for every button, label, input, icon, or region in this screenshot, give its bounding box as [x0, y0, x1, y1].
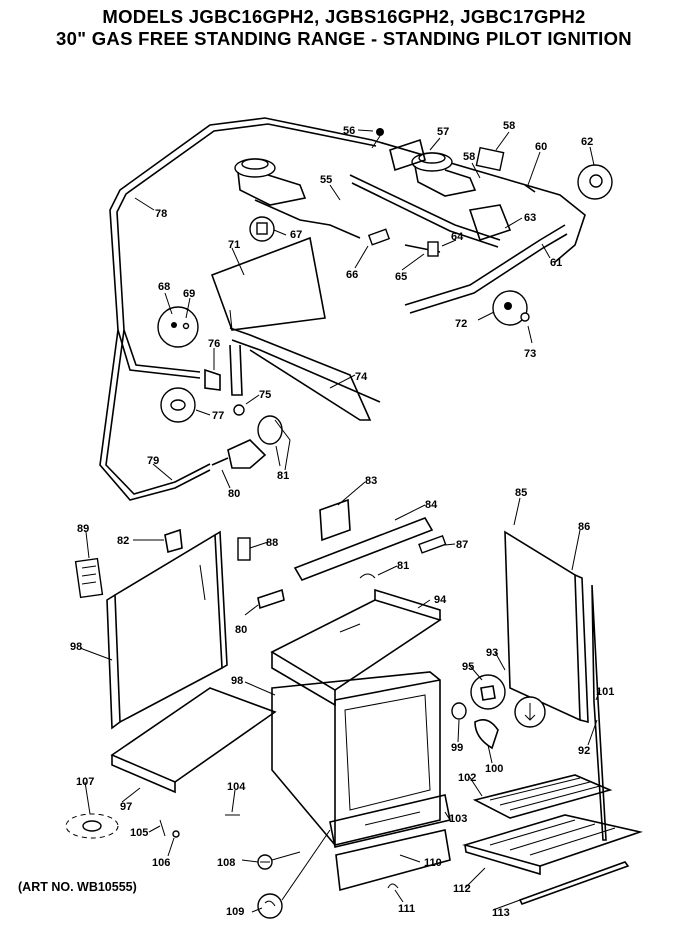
- surface-burner-left: [234, 158, 361, 239]
- callout-74: 74: [355, 371, 368, 383]
- callout-67: 67: [290, 229, 302, 241]
- callout-77: 77: [212, 410, 224, 422]
- callout-104: 104: [227, 781, 246, 793]
- callout-76: 76: [208, 338, 220, 350]
- callout-86: 86: [578, 521, 590, 533]
- callout-95: 95: [462, 661, 474, 673]
- callout-65: 65: [395, 271, 407, 283]
- surface-burner-right: [389, 138, 477, 197]
- callout-102: 102: [458, 772, 476, 784]
- callout-105: 105: [130, 827, 148, 839]
- callout-81: 81: [397, 560, 409, 572]
- art-number: (ART NO. WB10555): [18, 880, 137, 894]
- callout-109: 109: [226, 906, 244, 918]
- callout-75: 75: [259, 389, 271, 401]
- burner-manifold: [349, 146, 568, 314]
- callout-98: 98: [70, 641, 82, 653]
- leader-lines: [79, 129, 601, 913]
- callout-88: 88: [266, 537, 278, 549]
- part-callouts: 56 57 58 58 60 62 55 78 67 63 64 71 66 6…: [70, 120, 614, 919]
- callout-87: 87: [456, 539, 468, 551]
- callout-61: 61: [550, 257, 562, 269]
- callout-57: 57: [437, 126, 449, 138]
- broiler-pan-and-grid: [462, 774, 643, 905]
- callout-94: 94: [434, 594, 447, 606]
- callout-72: 72: [455, 318, 467, 330]
- callout-107: 107: [76, 776, 94, 788]
- callout-98: 98: [231, 675, 243, 687]
- callout-78: 78: [155, 208, 167, 220]
- callout-83: 83: [365, 475, 377, 487]
- pilot-tubing: [99, 117, 586, 501]
- callout-97: 97: [120, 801, 132, 813]
- callout-82: 82: [117, 535, 129, 547]
- callout-108: 108: [217, 857, 235, 869]
- callout-68: 68: [158, 281, 170, 293]
- models-title: MODELS JGBC16GPH2, JGBS16GPH2, JGBC17GPH…: [102, 6, 586, 27]
- callout-112: 112: [453, 883, 471, 895]
- callout-93: 93: [486, 647, 498, 659]
- callout-56: 56: [343, 125, 355, 137]
- callout-80: 80: [228, 488, 240, 500]
- screws-and-fasteners: [257, 851, 301, 919]
- callout-89: 89: [77, 523, 89, 535]
- plastic-parts-right: [451, 674, 506, 750]
- side-panel-left: [74, 530, 228, 730]
- callout-100: 100: [485, 763, 503, 775]
- callout-84: 84: [425, 499, 438, 511]
- callout-69: 69: [183, 288, 195, 300]
- callout-55: 55: [320, 174, 332, 186]
- callout-62: 62: [581, 136, 593, 148]
- callout-113: 113: [492, 907, 510, 919]
- oven-body: [271, 671, 441, 846]
- callout-111: 111: [398, 903, 415, 915]
- callout-85: 85: [515, 487, 527, 499]
- callout-110: 110: [424, 857, 442, 869]
- callout-81: 81: [277, 470, 289, 482]
- callout-103: 103: [449, 813, 467, 825]
- callout-66: 66: [346, 269, 358, 281]
- callout-106: 106: [152, 857, 170, 869]
- range-description-title: 30" GAS FREE STANDING RANGE - STANDING P…: [56, 28, 632, 49]
- callout-58: 58: [463, 151, 475, 163]
- valves-and-orifices: [367, 128, 441, 257]
- bottom-base-pan: [110, 687, 277, 794]
- oven-burner-parts: [204, 236, 381, 471]
- callout-80: 80: [235, 624, 247, 636]
- oven-bottom-and-support: [270, 517, 442, 707]
- callout-99: 99: [451, 742, 463, 754]
- callout-73: 73: [524, 348, 536, 360]
- side-panel-right: [504, 530, 607, 841]
- callout-58: 58: [503, 120, 515, 132]
- leveling-legs: [65, 813, 240, 839]
- small-brackets: [164, 498, 447, 610]
- callout-63: 63: [524, 212, 536, 224]
- diagram-header: MODELS JGBC16GPH2, JGBS16GPH2, JGBC17GPH…: [0, 6, 688, 50]
- callout-60: 60: [535, 141, 547, 153]
- knob-detail-circles-top: [157, 164, 613, 423]
- callout-101: 101: [596, 686, 614, 698]
- callout-64: 64: [451, 231, 464, 243]
- callout-92: 92: [578, 745, 590, 757]
- callout-71: 71: [228, 239, 240, 251]
- callout-79: 79: [147, 455, 159, 467]
